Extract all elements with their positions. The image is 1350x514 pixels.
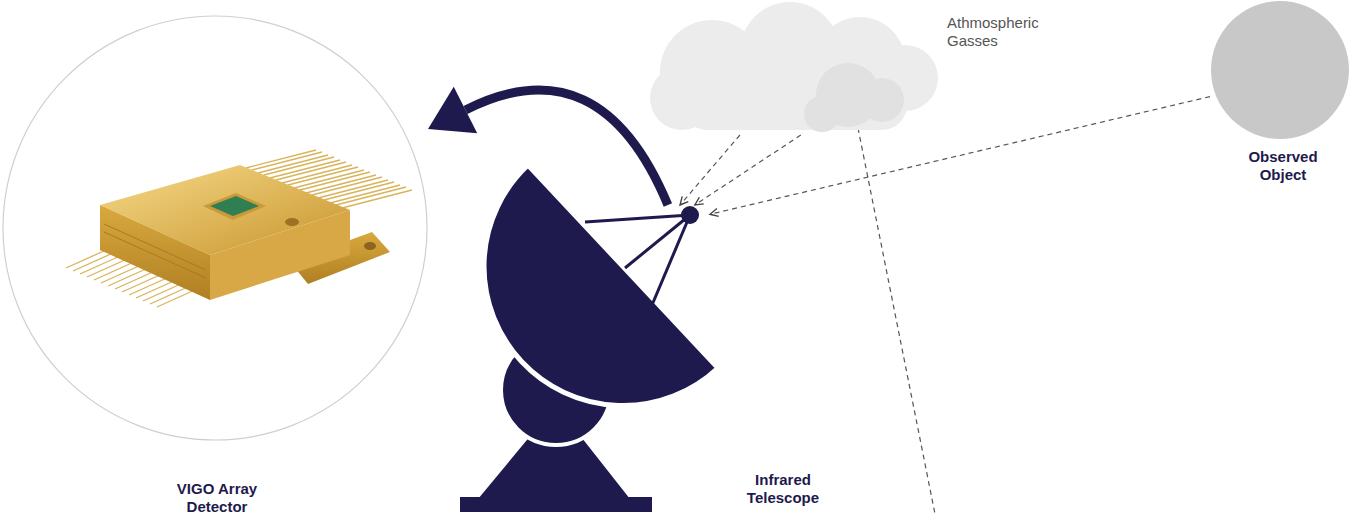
node-title: VIGO Array Detector [162, 480, 272, 514]
connector-line [465, 90, 667, 205]
object-node: Observed Object [1210, 0, 1350, 140]
object-circle [1210, 0, 1350, 140]
cloud-node: Athmospheric Gasses [650, 0, 940, 135]
dashed-ray [695, 135, 801, 205]
cloud-label: Athmospheric Gasses [947, 14, 1057, 50]
node-title: Infrared Telescope [733, 471, 833, 507]
node-title: Observed Object [1243, 148, 1323, 184]
detector-illustration [2, 3, 428, 453]
cloud-shape [650, 0, 940, 135]
dashed-ray [680, 135, 740, 205]
telescope-shape: Infrared Telescope [440, 205, 710, 514]
detector-circle: VIGO Array Detector [2, 3, 428, 453]
arrow-head [428, 87, 477, 133]
leader-line [858, 128, 935, 514]
connector-line [680, 135, 740, 205]
connector-line [695, 135, 801, 205]
